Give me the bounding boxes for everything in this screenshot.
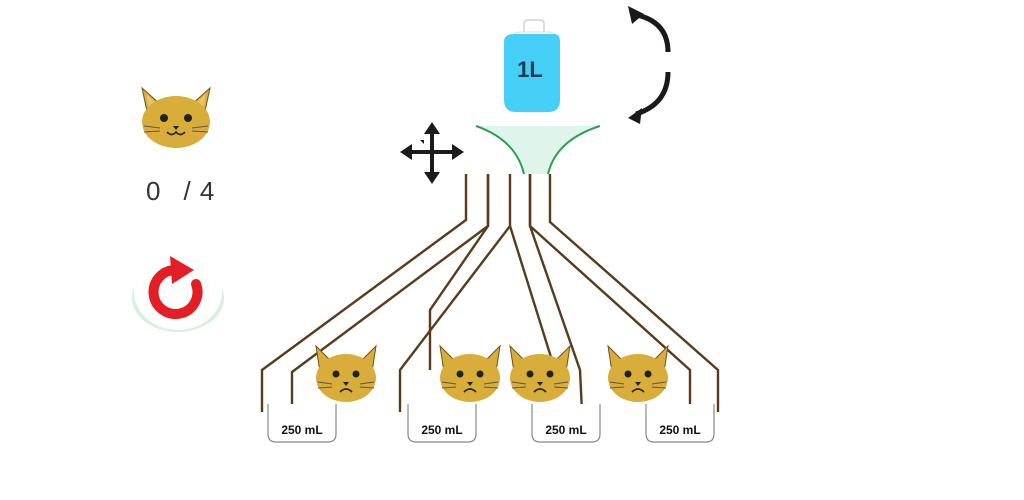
beaker[interactable]: 250 mL (407, 404, 477, 443)
move-icon[interactable] (400, 122, 464, 184)
score-total: / 4 (183, 176, 216, 206)
water-bottle[interactable]: 1L (504, 19, 560, 113)
sad-cat-icon (439, 345, 501, 403)
reset-button[interactable] (128, 246, 228, 338)
beaker-label: 250 mL (545, 423, 586, 437)
beaker[interactable]: 250 mL (645, 404, 715, 443)
score-current: 0 (146, 176, 162, 206)
happy-cat-icon (141, 86, 211, 148)
sad-cat-icon (607, 345, 669, 403)
beaker[interactable]: 250 mL (267, 404, 337, 443)
beaker-label: 250 mL (659, 423, 700, 437)
funnel[interactable] (475, 125, 601, 175)
pipe-network (260, 174, 720, 413)
beaker-label: 250 mL (421, 423, 462, 437)
sad-cat-icon (315, 345, 377, 403)
beaker-label: 250 mL (281, 423, 322, 437)
reset-icon (148, 256, 203, 319)
sad-cat-icon (509, 345, 571, 403)
rotate-icon[interactable] (628, 6, 671, 124)
bottle-label: 1L (517, 57, 543, 82)
score-counter: 0 / 4 (146, 176, 215, 207)
beaker[interactable]: 250 mL (531, 404, 601, 443)
